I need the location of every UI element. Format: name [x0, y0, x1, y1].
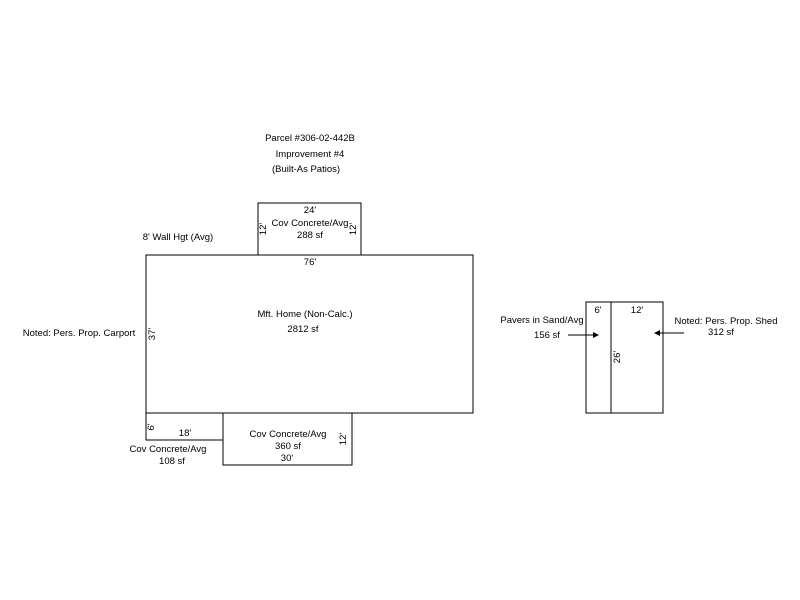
- main-home-area: 2812 sf: [287, 324, 319, 335]
- shed-area: 312 sf: [708, 327, 734, 338]
- parcel-number: Parcel #306-02-442B: [265, 133, 355, 144]
- bottom-patio-width: 30': [281, 453, 294, 464]
- pavers-width: 6': [594, 305, 601, 316]
- shed-width: 12': [631, 305, 644, 316]
- top-patio-depth-right: 12': [348, 223, 359, 236]
- pavers-shed-outline: [585, 301, 664, 414]
- wall-height-label: 8' Wall Hgt (Avg): [143, 232, 213, 243]
- bottom-patio-depth: 12': [338, 433, 349, 446]
- top-patio-width: 24': [304, 205, 317, 216]
- bottom-patio-area: 360 sf: [275, 441, 301, 452]
- small-patio-depth: 6': [146, 423, 157, 430]
- bottom-patio-label: Cov Concrete/Avg: [250, 429, 327, 440]
- top-patio-depth-left: 12': [258, 223, 269, 236]
- main-home-depth: 37': [147, 328, 158, 341]
- main-home-width: 76': [304, 257, 317, 268]
- small-patio-width: 18': [179, 428, 192, 439]
- built-as-note: (Built-As Patios): [272, 164, 340, 175]
- small-patio-label: Cov Concrete/Avg: [130, 444, 207, 455]
- main-home-label: Mft. Home (Non-Calc.): [257, 309, 352, 320]
- shed-note: Noted: Pers. Prop. Shed: [675, 316, 778, 327]
- carport-note: Noted: Pers. Prop. Carport: [23, 328, 136, 339]
- pavers-label: Pavers in Sand/Avg: [500, 315, 583, 326]
- small-patio-area: 108 sf: [159, 456, 185, 467]
- pavers-area: 156 sf: [534, 330, 560, 341]
- bottom-patio-outline: [222, 412, 353, 466]
- improvement-number: Improvement #4: [276, 149, 345, 160]
- shed-depth: 26': [612, 351, 623, 364]
- top-patio-area: 288 sf: [297, 230, 323, 241]
- top-patio-label: Cov Concrete/Avg: [272, 218, 349, 229]
